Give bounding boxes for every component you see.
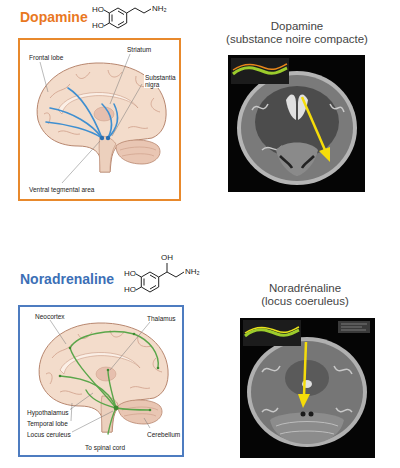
pathway-dots: [107, 369, 110, 372]
mri-substantia-nigra: [231, 58, 289, 84]
mri-substantia-nigra: [228, 55, 365, 192]
leader-lines: [71, 403, 72, 421]
dopamine-pathway: [46, 122, 102, 138]
structure-label: Substantia nigra: [144, 74, 178, 88]
mri-substantia-nigra: [237, 71, 357, 185]
leader-lines: [110, 54, 130, 104]
mri-substantia-nigra: [228, 55, 365, 192]
pathway-dots: [59, 333, 160, 412]
mri-locus-coeruleus: [298, 394, 310, 408]
pathway-dots: [59, 375, 62, 378]
structure-label: Neocortex: [34, 313, 66, 320]
leader-lines: [40, 54, 142, 183]
mri-locus-coeruleus: [341, 324, 367, 330]
neurotransmitter-title: Dopamine: [20, 10, 88, 25]
mri-substantia-nigra: [280, 156, 314, 168]
mri-locus-coeruleus: [338, 321, 370, 333]
pathway-dots: [133, 333, 136, 336]
chemical-group: OH: [161, 253, 173, 262]
noradrenaline-pathway: [60, 376, 116, 408]
leader-lines: [62, 141, 100, 183]
structure-label: Thalamus: [146, 315, 177, 322]
leader-lines: [144, 418, 150, 428]
noradrenaline-pathway: [108, 370, 116, 408]
structure-label: Locus ceruleus: [26, 431, 72, 438]
mri-substantia-nigra: [233, 64, 287, 70]
dopamine-panel: DopamineFrontal lobeStriatumSubstantia n…: [18, 38, 181, 201]
mri-locus-coeruleus: [240, 318, 375, 458]
chemical-group: HO: [124, 285, 136, 294]
mri-locus-coeruleus: [251, 341, 363, 443]
nigra-dot: [106, 136, 110, 140]
noradrenaline-formula: [136, 263, 184, 290]
dopamine-formula: [104, 8, 151, 26]
pathway-dots: [157, 367, 160, 370]
noradrenaline-pathway: [60, 332, 158, 434]
chemical-group: HO: [124, 269, 136, 278]
noradrenaline-brain: [39, 323, 168, 434]
noradrenaline-pathway: [108, 408, 116, 434]
structure-label: Frontal lobe: [28, 54, 64, 61]
mri-locus-coeruleus: [245, 327, 299, 333]
leader-lines: [112, 84, 142, 136]
mri-locus-coeruleus: [240, 318, 375, 458]
noradrenaline-formula: [141, 272, 158, 292]
dopamine-formula: [109, 8, 126, 28]
mri-substantia-nigra: [276, 143, 318, 177]
mri-substantia-nigra: [233, 68, 287, 74]
dopamine-formula: [104, 8, 151, 28]
leader-lines: [110, 322, 150, 370]
leader-lines: [40, 62, 48, 92]
pathway-dots: [149, 409, 152, 412]
structure-label: Striatum: [126, 46, 152, 53]
mri-substantia-nigra: [241, 75, 353, 181]
mri-substantia-nigra: [319, 147, 330, 162]
chemical-group: HO: [92, 5, 104, 14]
noradrenaline-panel: NoradrenalineNeocortexThalamusHypothalam…: [18, 305, 184, 457]
structure-label: Hypothalamus: [26, 409, 70, 416]
mri-locus-coeruleus: [309, 412, 314, 417]
leader-lines: [50, 320, 66, 344]
mri-locus-coeruleus: [247, 337, 367, 447]
mri-locus-coeruleus: [285, 360, 329, 396]
mri-locus-coeruleus: [304, 342, 306, 396]
dopamine-pathway: [68, 88, 102, 138]
mri-locus-coeruleus: [270, 413, 344, 445]
vta-dot: [100, 136, 104, 140]
leader-lines: [72, 411, 113, 432]
structure-label: To spinal cord: [84, 444, 126, 451]
image-caption: Noradrénaline (locus coeruleus): [225, 282, 385, 308]
structure-label: Temporal lobe: [26, 420, 69, 427]
dopamine-pathway: [102, 104, 111, 138]
dopamine-formula: [112, 11, 124, 25]
structure-label: Ventral tegmental area: [28, 186, 95, 193]
noradrenaline-formula: [144, 275, 156, 289]
neurotransmitter-title: Noradrenaline: [20, 272, 114, 287]
image-caption: Dopamine (substance noire compacte): [215, 20, 379, 46]
mri-locus-coeruleus: [243, 320, 301, 346]
noradrenaline-pathway: [70, 332, 158, 408]
noradrenaline-pathway: [86, 390, 116, 408]
mri-substantia-nigra: [302, 97, 325, 150]
mri-locus-coeruleus: [276, 422, 338, 435]
mri-substantia-nigra: [286, 94, 296, 120]
dopamine-pathway: [46, 88, 117, 138]
chemical-group: HO: [92, 21, 104, 30]
chemical-group: NH₂: [152, 4, 167, 13]
dopamine-pathway: [108, 104, 117, 138]
chemical-group: NH₂: [185, 267, 200, 276]
pathway-dots: [114, 406, 119, 411]
pathway-dots: [69, 347, 72, 350]
structure-label: Cerebellum: [146, 431, 181, 438]
noradrenaline-pathway: [116, 408, 150, 410]
noradrenaline-formula: [136, 263, 184, 292]
mri-locus-coeruleus: [301, 412, 306, 417]
